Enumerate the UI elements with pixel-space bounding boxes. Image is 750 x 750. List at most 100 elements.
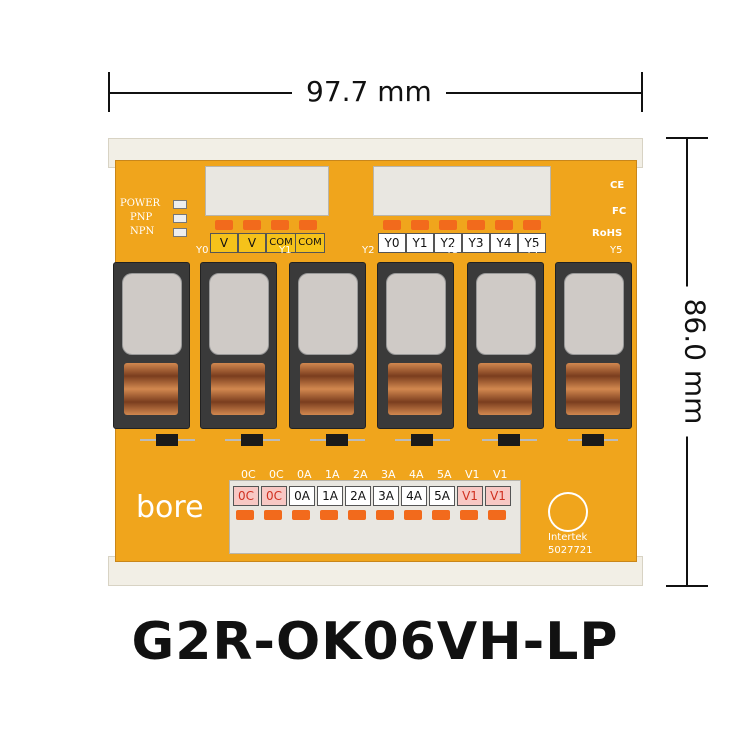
- relay-cover: [476, 273, 536, 355]
- relay-y3: Y3: [377, 245, 458, 429]
- terminal-tab[interactable]: [467, 220, 485, 230]
- relay-label: Y3: [446, 245, 459, 256]
- relay-cover: [564, 273, 624, 355]
- silk-label: 2A: [353, 468, 368, 481]
- terminal-tab[interactable]: [264, 510, 282, 520]
- relay-coil: [388, 363, 442, 415]
- height-dimension-tick-top: [666, 137, 708, 139]
- terminal-label-y2: Y2: [434, 233, 462, 253]
- relay-coil: [566, 363, 620, 415]
- terminal-tab[interactable]: [495, 220, 513, 230]
- terminal-tab[interactable]: [236, 510, 254, 520]
- cert-number: 5027721: [548, 545, 593, 556]
- terminal-label-v1: V1: [485, 486, 511, 506]
- terminal-label-v1: V1: [457, 486, 483, 506]
- silk-label: 3A: [381, 468, 396, 481]
- indicator-label-power: POWER: [120, 198, 161, 209]
- silk-label: 0A: [297, 468, 312, 481]
- terminal-tab[interactable]: [376, 510, 394, 520]
- width-dimension-tick-left: [108, 72, 110, 112]
- top-right-terminal-block: [373, 166, 551, 216]
- terminal-label-v: V: [238, 233, 266, 253]
- height-dimension-label: 86.0 mm: [678, 286, 712, 437]
- terminal-label-y1: Y1: [406, 233, 434, 253]
- diode: [582, 434, 604, 446]
- terminal-label-v: V: [210, 233, 238, 253]
- terminal-tab[interactable]: [432, 510, 450, 520]
- etl-certification-mark: [548, 492, 588, 532]
- silk-label: 0C: [241, 468, 256, 481]
- terminal-tab[interactable]: [411, 220, 429, 230]
- terminal-tab[interactable]: [299, 220, 317, 230]
- width-dimension-label: 97.7 mm: [292, 75, 446, 108]
- relay-y5: Y5: [555, 245, 632, 429]
- diode: [326, 434, 348, 446]
- fc-mark: FC: [612, 206, 627, 217]
- terminal-label-y4: Y4: [490, 233, 518, 253]
- terminal-tab[interactable]: [488, 510, 506, 520]
- diode: [241, 434, 263, 446]
- terminal-label-y5: Y5: [518, 233, 546, 253]
- terminal-tab[interactable]: [383, 220, 401, 230]
- terminal-label-y3: Y3: [462, 233, 490, 253]
- diode: [156, 434, 178, 446]
- silk-label: 0C: [269, 468, 284, 481]
- silk-label: 5A: [437, 468, 452, 481]
- pnp-led: [173, 214, 187, 223]
- terminal-label-1a: 1A: [317, 486, 343, 506]
- relay-y0: Y0: [113, 245, 208, 429]
- terminal-tab[interactable]: [271, 220, 289, 230]
- relay-cover: [298, 273, 358, 355]
- npn-led: [173, 228, 187, 237]
- terminal-tab[interactable]: [460, 510, 478, 520]
- diode: [411, 434, 433, 446]
- relay-label: Y4: [526, 245, 539, 256]
- terminal-tab[interactable]: [292, 510, 310, 520]
- silk-label: 4A: [409, 468, 424, 481]
- relay-cover: [122, 273, 182, 355]
- relay-label: Y2: [362, 245, 375, 256]
- height-dimension-tick-bottom: [666, 585, 708, 587]
- brand-logo: bore: [136, 490, 204, 525]
- terminal-label-0c: 0C: [233, 486, 259, 506]
- terminal-tab[interactable]: [348, 510, 366, 520]
- terminal-tab[interactable]: [243, 220, 261, 230]
- ce-mark: CE: [610, 180, 625, 191]
- terminal-label-y0: Y0: [378, 233, 406, 253]
- terminal-label-com: COM: [295, 233, 325, 253]
- terminal-label-3a: 3A: [373, 486, 399, 506]
- relay-coil: [211, 363, 265, 415]
- terminal-tab[interactable]: [215, 220, 233, 230]
- terminal-tab[interactable]: [523, 220, 541, 230]
- relay-y4: Y4: [467, 245, 544, 429]
- silk-label: V1: [493, 468, 508, 481]
- top-left-terminal-block: [205, 166, 329, 216]
- relay-coil: [478, 363, 532, 415]
- indicator-label-pnp: PNP: [130, 212, 153, 223]
- relay-coil: [300, 363, 354, 415]
- terminal-label-0c: 0C: [261, 486, 287, 506]
- model-name: G2R-OK06VH-LP: [131, 612, 619, 672]
- power-led: [173, 200, 187, 209]
- terminal-tab[interactable]: [439, 220, 457, 230]
- relay-y1: Y1: [200, 245, 291, 429]
- terminal-label-5a: 5A: [429, 486, 455, 506]
- terminal-label-com: COM: [266, 233, 296, 253]
- relay-coil: [124, 363, 178, 415]
- relay-label: Y0: [196, 245, 209, 256]
- silk-label: V1: [465, 468, 480, 481]
- diode: [498, 434, 520, 446]
- relay-y2: Y2: [289, 245, 374, 429]
- terminal-label-4a: 4A: [401, 486, 427, 506]
- width-dimension-tick-right: [641, 72, 643, 112]
- relay-cover: [386, 273, 446, 355]
- relay-label: Y5: [610, 245, 623, 256]
- silk-label: 1A: [325, 468, 340, 481]
- terminal-tab[interactable]: [404, 510, 422, 520]
- terminal-tab[interactable]: [320, 510, 338, 520]
- relay-label: Y1: [279, 245, 292, 256]
- relay-cover: [209, 273, 269, 355]
- terminal-label-2a: 2A: [345, 486, 371, 506]
- terminal-label-0a: 0A: [289, 486, 315, 506]
- indicator-label-npn: NPN: [130, 226, 155, 237]
